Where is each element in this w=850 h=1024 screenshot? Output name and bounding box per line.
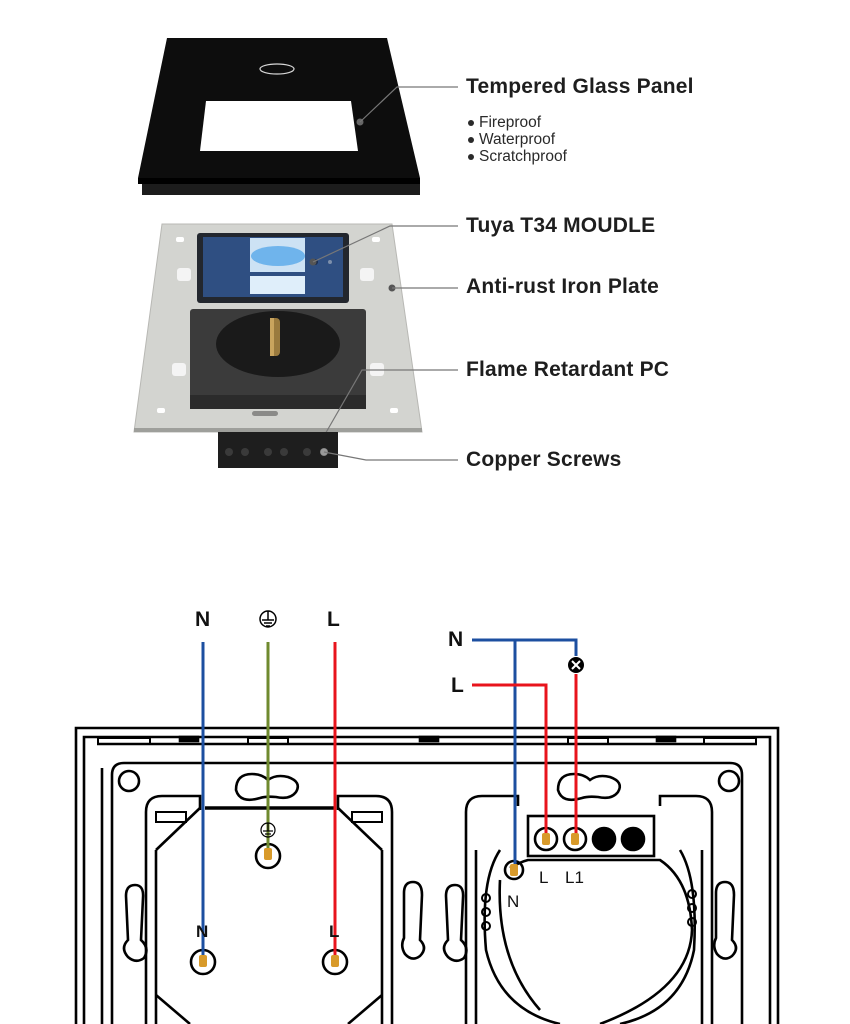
switch-module-outline [442, 794, 738, 1024]
callout-screws-title: Copper Screws [466, 448, 622, 471]
feature-text: Fireproof [479, 114, 542, 131]
feature-text: Scratchproof [479, 148, 567, 165]
switch-wires [472, 638, 578, 870]
tuya-module [197, 233, 349, 303]
glass-feature-item: Fireproof [468, 114, 567, 131]
socket-cutout [200, 101, 358, 151]
terminal-block [218, 432, 338, 468]
glass-feature-item: Waterproof [468, 131, 567, 148]
socket-wires [201, 642, 337, 962]
bullet-icon [468, 119, 474, 126]
tempered-glass-panel [138, 38, 420, 195]
switch-terminal-l-label: L [539, 868, 549, 887]
bullet-icon [468, 153, 474, 160]
exploded-product-view [133, 38, 458, 468]
switch-n-terminal [503, 859, 525, 881]
feature-text: Waterproof [479, 131, 556, 148]
switch-terminal-n-label: N [507, 892, 520, 911]
socket-live-terminal [321, 948, 349, 976]
switch-input-live-label: L [451, 674, 464, 697]
glass-feature-item: Scratchproof [468, 148, 567, 165]
flame-retardant-pc-socket [190, 309, 366, 409]
leader-line-module [309, 225, 458, 266]
lamp-icon [568, 657, 584, 673]
socket-input-neutral-label: N [195, 608, 211, 631]
socket-neutral-terminal [189, 948, 217, 976]
terminal-screws [199, 833, 579, 967]
switch-terminal-l1-label: L1 [565, 868, 584, 887]
switch-l1-terminal [562, 826, 588, 852]
socket-terminal-live-label: L [329, 922, 340, 941]
socket-module-outline [122, 794, 426, 1024]
callout-module-title: Tuya T34 MOUDLE [466, 214, 656, 237]
earth-ground-icon [259, 610, 277, 628]
socket-terminal-neutral-label: N [196, 922, 209, 941]
touch-indicator-ring [259, 63, 295, 75]
callout-plate-title: Anti-rust Iron Plate [466, 275, 660, 298]
socket-earth-terminal [254, 842, 282, 870]
leader-line-glass [356, 86, 458, 126]
socket-input-live-label: L [327, 608, 340, 631]
glass-features-list: Fireproof Waterproof Scratchproof [468, 114, 567, 165]
earth-ground-icon-terminal [260, 822, 276, 838]
switch-neutral-wire [472, 638, 578, 656]
bullet-icon [468, 136, 474, 143]
leader-line-plate [388, 284, 458, 292]
switch-live-wire [472, 683, 548, 839]
callout-glass-title: Tempered Glass Panel [466, 75, 694, 98]
callout-pc-title: Flame Retardant PC [466, 358, 670, 381]
switch-input-neutral-label: N [448, 628, 464, 651]
frame-outline [74, 726, 780, 1024]
switch-l-terminal [533, 826, 559, 852]
leader-line-screws [320, 448, 458, 461]
